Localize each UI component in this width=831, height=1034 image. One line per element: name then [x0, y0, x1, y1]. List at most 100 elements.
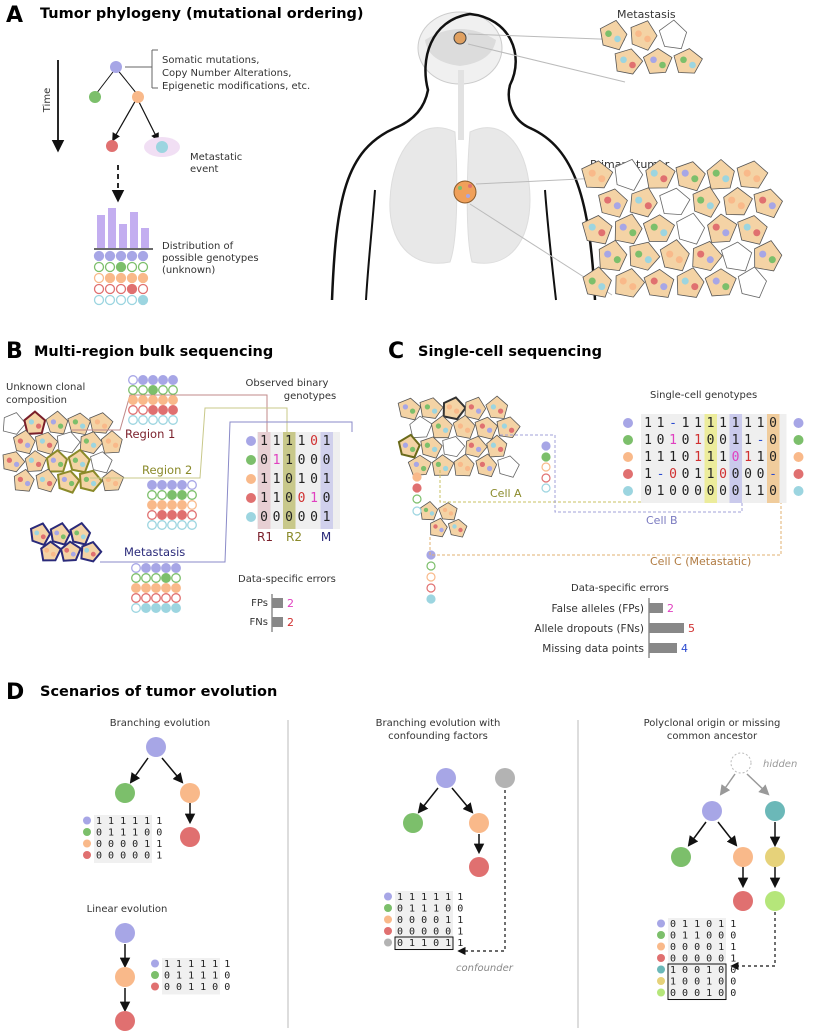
- genotype-dot: [171, 583, 181, 593]
- matrix-cell: 0: [310, 472, 318, 487]
- genotype-dot: [147, 490, 157, 500]
- genotype-dot: [171, 563, 181, 573]
- genotype-dot: [128, 395, 138, 405]
- matrix-cell: 1: [260, 472, 268, 487]
- panel-b-title: Multi-region bulk sequencing: [34, 344, 273, 360]
- genotype-dot: [148, 395, 158, 405]
- genotype-dot: [141, 593, 151, 603]
- matrix-bg: [395, 891, 453, 951]
- sc-matrix-cell: 1: [719, 416, 727, 431]
- sc-row-dot-right: [793, 435, 804, 445]
- cell-a-highlight: [704, 414, 717, 503]
- cell-a-label: Cell A: [490, 487, 522, 500]
- matrix-row: 1 1 1 1 1 1: [397, 892, 463, 903]
- tumor-cell: [431, 415, 453, 439]
- sc-error-value: 2: [667, 602, 674, 615]
- single-cell-genotypes-title: Single-cell genotypes: [650, 390, 757, 401]
- cell-nucleus: [431, 408, 438, 414]
- metastatic-event-1: Metastatic: [190, 152, 242, 163]
- cell-nucleus: [70, 551, 76, 557]
- cell-nucleus: [80, 534, 86, 540]
- cell-nucleus: [689, 61, 696, 69]
- panel-b: B Multi-region bulk sequencing Unknown c…: [2, 339, 353, 632]
- sc-row-dot-right: [793, 452, 804, 462]
- cell-nucleus: [50, 419, 57, 425]
- panel-c-letter: C: [388, 339, 404, 364]
- cell-nucleus: [457, 461, 464, 467]
- matrix-row: 0 1 1 1 0 0: [397, 904, 463, 915]
- sc-matrix-cell: 0: [694, 484, 702, 499]
- cell-nucleus: [464, 427, 471, 433]
- side-dot: [412, 483, 422, 493]
- sc-matrix-cell: 1: [694, 416, 702, 431]
- cell-nucleus: [433, 524, 438, 529]
- conf-node-green: [403, 813, 423, 833]
- matrix-row-dot: [246, 455, 256, 465]
- primary-tumor-cell-cluster: [581, 158, 783, 299]
- cell-nucleus: [728, 196, 736, 204]
- poly-node-orange: [733, 847, 753, 867]
- sc-matrix-cell: 1: [657, 416, 665, 431]
- genotype-dot: [168, 375, 178, 385]
- genotype-dot: [187, 500, 197, 510]
- sc-matrix-cell: 0: [744, 467, 752, 482]
- genotype-dot: [177, 500, 187, 510]
- cell-nucleus: [759, 196, 767, 204]
- tumor-cell: [56, 469, 81, 494]
- cell-nucleus: [457, 423, 464, 429]
- genotype-dot: [168, 405, 178, 415]
- genotype-dot-grid: [93, 250, 149, 306]
- cell-nucleus: [479, 461, 486, 467]
- sc-matrix-cell: 1: [644, 416, 652, 431]
- genotype-dot: [137, 261, 149, 273]
- cell-nucleus: [697, 196, 705, 204]
- r2-highlight: [283, 432, 296, 529]
- sc-matrix-cell: 1: [757, 450, 765, 465]
- tumor-cell: [723, 187, 753, 216]
- sc-matrix-cell: 0: [732, 484, 740, 499]
- cell-nucleus: [453, 408, 460, 414]
- cell-nucleus: [44, 547, 50, 553]
- tumor-cell: [35, 468, 58, 493]
- cell-nucleus: [105, 438, 112, 444]
- observed-genotypes-1: Observed binary: [246, 378, 329, 389]
- cell-nucleus: [712, 169, 720, 177]
- hidden-ancestor-node: [730, 752, 752, 774]
- fn-bar: [272, 617, 283, 627]
- single-cell-primary-cluster: [397, 395, 521, 478]
- sc-matrix-cell: 1: [644, 433, 652, 448]
- tumor-cell: [645, 159, 676, 189]
- panel-c-title: Single-cell sequencing: [418, 344, 602, 360]
- cell-nucleus: [475, 446, 482, 453]
- poly-node-lime: [765, 891, 785, 911]
- cell-nucleus: [439, 527, 444, 533]
- tumor-cell: [409, 415, 433, 439]
- genotype-dot: [138, 405, 148, 415]
- cell-nucleus: [644, 35, 651, 43]
- sc-matrix-cell: 0: [757, 467, 765, 482]
- matrix-cell: 0: [260, 453, 268, 468]
- cell-nucleus: [598, 283, 606, 291]
- cell-nucleus: [35, 461, 42, 468]
- matrix-row: 0 1 1 1 1 0: [164, 971, 230, 982]
- matrix-cell: 0: [285, 510, 293, 525]
- fn-label: FNs: [250, 617, 268, 628]
- tumor-cell: [420, 436, 443, 459]
- matrix-cell: 1: [310, 491, 318, 506]
- metastasis-region-label: Metastasis: [124, 545, 185, 559]
- cell-nucleus: [112, 442, 119, 448]
- tumor-cell: [581, 160, 614, 189]
- cell-nucleus: [497, 446, 504, 453]
- sc-matrix-cell: 0: [682, 484, 690, 499]
- matrix-row-dot: [246, 436, 256, 446]
- cell-nucleus: [90, 551, 96, 557]
- tumor-cell: [692, 240, 723, 272]
- genotype-dot: [128, 385, 138, 395]
- sc-matrix-cell: 0: [682, 433, 690, 448]
- cell-nucleus: [613, 202, 621, 210]
- sc-matrix-cell: 1: [644, 450, 652, 465]
- genotype-dot: [171, 573, 181, 583]
- matrix-row: 0 0 0 0 0 1: [397, 927, 463, 938]
- cell-nucleus: [722, 175, 730, 183]
- side-dot: [541, 462, 551, 472]
